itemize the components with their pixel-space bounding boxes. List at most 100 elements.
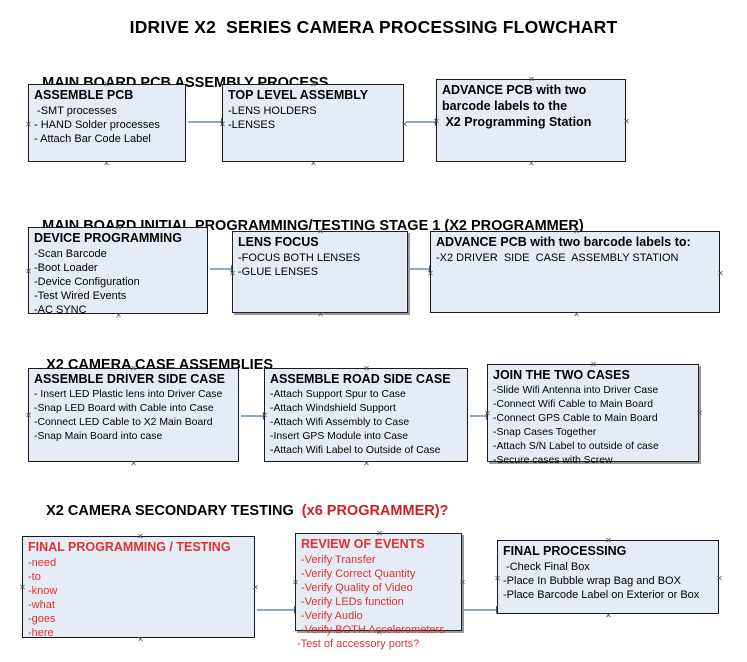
node-title: ASSEMBLE PCB xyxy=(34,88,134,102)
resize-handle-bottom[interactable] xyxy=(103,160,110,167)
resize-handle-top[interactable] xyxy=(363,365,370,372)
node-line: -what xyxy=(28,599,55,611)
resize-handle-right[interactable] xyxy=(716,575,723,582)
node-line: -Attach Wifi Assembly to Case xyxy=(270,417,410,428)
node-line: -Verify Correct Quantity xyxy=(301,568,416,580)
resize-handle-left[interactable] xyxy=(25,412,32,419)
resize-handle-left[interactable] xyxy=(484,410,491,417)
resize-handle-top[interactable] xyxy=(573,228,580,235)
connector-assemble-pcb-to-top-level-assembly xyxy=(188,117,229,126)
node-line: -Boot Loader xyxy=(34,262,98,274)
node-line: -Snap Main Board into case xyxy=(34,431,163,442)
node-advance-pcb-driver-side-case[interactable]: ADVANCE PCB with two barcode labels to: … xyxy=(430,231,720,313)
node-line: -Connect GPS Cable to Main Board xyxy=(493,413,658,424)
node-title: DEVICE PROGRAMMING xyxy=(34,231,182,245)
resize-handle-left[interactable] xyxy=(261,412,268,419)
resize-handle-bottom[interactable] xyxy=(137,636,144,643)
node-top-level-assembly[interactable]: TOP LEVEL ASSEMBLY -LENS HOLDERS -LENSES xyxy=(222,84,404,162)
node-line: -Place Barcode Label on Exterior or Box xyxy=(503,589,700,601)
section-heading-accent: (x6 PROGRAMMER)? xyxy=(301,503,449,519)
node-line: -Device Configuration xyxy=(34,276,140,288)
resize-handle-top[interactable] xyxy=(103,81,110,88)
section-heading-text: X2 CAMERA SECONDARY TESTING xyxy=(46,503,302,519)
resize-handle-left[interactable] xyxy=(25,268,32,275)
node-line-overflow: -Test of accessory ports? xyxy=(297,638,420,650)
resize-handle-left[interactable] xyxy=(292,579,299,586)
resize-handle-top[interactable] xyxy=(528,76,535,83)
node-assemble-driver-side-case[interactable]: ASSEMBLE DRIVER SIDE CASE - Insert LED P… xyxy=(28,368,239,462)
resize-handle-right[interactable] xyxy=(696,410,703,417)
node-line: - Attach Bar Code Label xyxy=(34,133,151,145)
page-title: IDRIVE X2 SERIES CAMERA PROCESSING FLOWC… xyxy=(129,17,618,37)
node-final-processing[interactable]: FINAL PROCESSING -Check Final Box -Place… xyxy=(497,540,719,614)
node-line: -Verify Transfer xyxy=(301,554,376,566)
node-line: -LENSES xyxy=(228,119,276,131)
resize-handle-left[interactable] xyxy=(433,118,440,125)
node-line: -Test Wired Events xyxy=(34,290,127,302)
node-line: -Verify LEDs function xyxy=(301,596,404,608)
resize-handle-bottom[interactable] xyxy=(317,311,324,318)
node-device-programming[interactable]: DEVICE PROGRAMMING -Scan Barcode -Boot L… xyxy=(25,224,208,316)
node-line: -SMT processes xyxy=(34,105,117,117)
resize-handle-top[interactable] xyxy=(317,228,324,235)
node-advance-pcb-programming-station[interactable]: ADVANCE PCB with two barcode labels to t… xyxy=(436,79,626,162)
resize-handle-top[interactable] xyxy=(376,530,383,537)
node-line: -Verify BOTH Accelerometers xyxy=(301,624,445,636)
resize-handle-bottom[interactable] xyxy=(363,460,370,467)
node-line: -Place In Bubble wrap Bag and BOX xyxy=(503,575,681,587)
resize-handle-bottom[interactable] xyxy=(573,311,580,318)
resize-handle-bottom[interactable] xyxy=(130,460,137,467)
node-line: -Snap LED Board with Cable into Case xyxy=(34,403,214,414)
node-line: -Slide Wifi Antenna into Driver Case xyxy=(493,385,659,396)
node-final-programming-testing[interactable]: FINAL PROGRAMMING / TESTING -need -to -k… xyxy=(19,533,255,639)
node-lens-focus[interactable]: LENS FOCUS -FOCUS BOTH LENSES -GLUE LENS… xyxy=(232,231,408,313)
section-heading-x2-camera-secondary-testing: X2 CAMERA SECONDARY TESTING (x6 PROGRAMM… xyxy=(30,487,448,535)
connector-final-programming-to-review-of-events xyxy=(257,605,302,614)
node-title: ADVANCE PCB with two xyxy=(442,83,587,97)
resize-handle-bottom[interactable] xyxy=(376,629,383,636)
node-title: JOIN THE TWO CASES xyxy=(493,368,630,382)
node-title: REVIEW OF EVENTS xyxy=(301,537,425,551)
resize-handle-right[interactable] xyxy=(252,584,259,591)
node-line: -here xyxy=(28,627,54,639)
resize-handle-left[interactable] xyxy=(25,121,32,128)
resize-handle-left[interactable] xyxy=(219,121,226,128)
node-review-of-events[interactable]: REVIEW OF EVENTS -Verify Transfer -Verif… xyxy=(292,530,462,650)
node-join-the-two-cases[interactable]: JOIN THE TWO CASES -Slide Wifi Antenna i… xyxy=(484,361,699,466)
node-line: -Verify Audio xyxy=(301,610,363,622)
resize-handle-left[interactable] xyxy=(19,584,26,591)
resize-handle-bottom[interactable] xyxy=(115,312,122,319)
node-line: -AC SYNC xyxy=(34,304,87,316)
node-assemble-pcb[interactable]: ASSEMBLE PCB -SMT processes - HAND Solde… xyxy=(28,84,186,162)
node-line: -Attach S/N Label to outside of case xyxy=(493,441,659,452)
resize-handle-right[interactable] xyxy=(623,118,630,125)
node-line: -Secure cases with Screw xyxy=(493,455,613,466)
node-title: ASSEMBLE ROAD SIDE CASE xyxy=(270,372,451,386)
node-line: - Insert LED Plastic lens into Driver Ca… xyxy=(34,389,223,400)
node-assemble-road-side-case[interactable]: ASSEMBLE ROAD SIDE CASE -Attach Support … xyxy=(264,368,468,462)
resize-handle-top[interactable] xyxy=(310,81,317,88)
node-line: - HAND Solder processes xyxy=(34,119,160,131)
node-line: -Attach Support Spur to Case xyxy=(270,389,406,400)
resize-handle-top[interactable] xyxy=(605,537,612,544)
node-line: -goes xyxy=(28,613,56,625)
resize-handle-right[interactable] xyxy=(717,270,724,277)
resize-handle-top[interactable] xyxy=(115,224,122,231)
node-line: -need xyxy=(28,557,57,569)
resize-handle-right[interactable] xyxy=(459,579,466,586)
resize-handle-top[interactable] xyxy=(130,365,137,372)
resize-handle-left[interactable] xyxy=(229,270,236,277)
node-title: FINAL PROGRAMMING / TESTING xyxy=(28,540,231,554)
resize-handle-top[interactable] xyxy=(590,361,597,368)
resize-handle-left[interactable] xyxy=(494,575,501,582)
node-title: TOP LEVEL ASSEMBLY xyxy=(228,88,369,102)
resize-handle-left[interactable] xyxy=(427,270,434,277)
resize-handle-top[interactable] xyxy=(137,533,144,540)
resize-handle-bottom[interactable] xyxy=(528,160,535,167)
node-line: -Connect Wifi Cable to Main Board xyxy=(493,399,653,410)
node-title-line-2: barcode labels to the xyxy=(442,99,568,113)
resize-handle-bottom[interactable] xyxy=(605,612,612,619)
node-line: -GLUE LENSES xyxy=(238,266,319,278)
resize-handle-bottom[interactable] xyxy=(310,160,317,167)
